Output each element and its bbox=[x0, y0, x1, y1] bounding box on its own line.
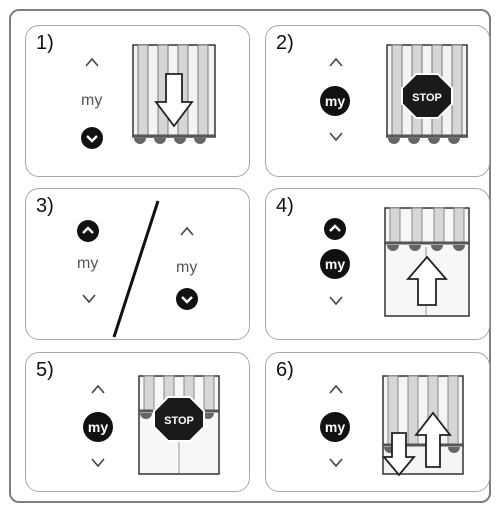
chevron-up-filled-icon[interactable] bbox=[323, 217, 347, 241]
my-label: my bbox=[176, 259, 198, 276]
my-label: my bbox=[325, 256, 345, 272]
step-number: 1) bbox=[36, 32, 54, 54]
chevron-up-icon[interactable] bbox=[179, 225, 195, 237]
chevron-down-icon[interactable] bbox=[90, 457, 106, 469]
stop-sign-text: STOP bbox=[164, 415, 194, 427]
chevron-down-filled-icon[interactable] bbox=[80, 126, 104, 150]
chevron-up-filled-icon[interactable] bbox=[76, 219, 100, 243]
chevron-up-icon[interactable] bbox=[328, 383, 344, 395]
chevron-up-icon[interactable] bbox=[84, 56, 100, 68]
my-button-filled[interactable]: my bbox=[82, 411, 114, 443]
step-panel-4: 4) my bbox=[265, 188, 490, 340]
step-panel-3: 3) my my bbox=[25, 188, 250, 340]
my-label: my bbox=[81, 92, 103, 109]
awning-opening-illustration bbox=[384, 207, 470, 324]
chevron-down-icon[interactable] bbox=[328, 295, 344, 307]
step-number: 6) bbox=[276, 359, 294, 381]
my-button-filled[interactable]: my bbox=[319, 248, 351, 280]
my-label: my bbox=[88, 419, 108, 435]
awning-partial-illustration bbox=[382, 375, 464, 484]
my-button-filled[interactable]: my bbox=[319, 85, 351, 117]
chevron-down-filled-icon[interactable] bbox=[175, 287, 199, 311]
step-panel-5: 5) my STOP bbox=[25, 352, 250, 492]
my-label: my bbox=[325, 419, 345, 435]
my-button-filled[interactable]: my bbox=[319, 411, 351, 443]
step-number: 2) bbox=[276, 32, 294, 54]
divider-slash bbox=[110, 199, 162, 344]
chevron-up-icon[interactable] bbox=[90, 383, 106, 395]
my-label: my bbox=[77, 255, 99, 272]
step-number: 3) bbox=[36, 195, 54, 217]
step-panel-2: 2) my STOP bbox=[265, 25, 490, 177]
my-label: my bbox=[325, 93, 345, 109]
step-number: 4) bbox=[276, 195, 294, 217]
chevron-down-icon[interactable] bbox=[328, 457, 344, 469]
chevron-down-icon[interactable] bbox=[81, 293, 97, 305]
awning-retracting-illustration bbox=[132, 44, 216, 159]
step-number: 5) bbox=[36, 359, 54, 381]
chevron-down-icon[interactable] bbox=[328, 131, 344, 143]
step-panel-1: 1) my bbox=[25, 25, 250, 177]
awning-stopped-illustration: STOP bbox=[386, 44, 468, 161]
awning-stopped-illustration: STOP bbox=[138, 375, 220, 482]
stop-sign-text: STOP bbox=[412, 92, 442, 104]
chevron-up-icon[interactable] bbox=[328, 56, 344, 68]
step-panel-6: 6) my bbox=[265, 352, 490, 492]
